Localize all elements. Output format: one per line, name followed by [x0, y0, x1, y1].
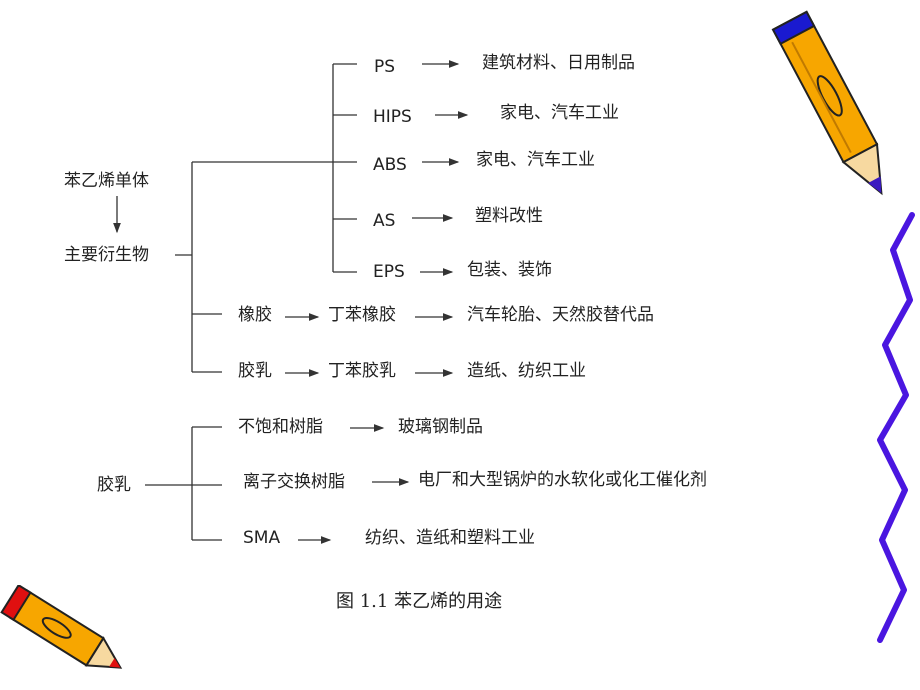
pencil-icon	[0, 585, 123, 669]
item-latex: 胶乳	[238, 361, 272, 381]
latex-node: 胶乳	[97, 475, 131, 495]
product-sma: SMA	[243, 528, 281, 548]
use-sbr: 汽车轮胎、天然胶替代品	[467, 305, 654, 325]
root-node: 苯乙烯单体	[64, 171, 149, 191]
figure-caption: 图 1.1 苯乙烯的用途	[336, 591, 503, 612]
use-sb-latex: 造纸、纺织工业	[467, 361, 586, 381]
product-as: AS	[373, 211, 396, 231]
product-sb-latex: 丁苯胶乳	[328, 361, 396, 381]
use-ps: 建筑材料、日用制品	[482, 53, 635, 73]
product-ion-exchange-resin: 离子交换树脂	[243, 472, 345, 492]
product-hips: HIPS	[373, 107, 412, 127]
product-unsaturated-resin: 不饱和树脂	[238, 417, 323, 437]
main-node: 主要衍生物	[64, 245, 149, 265]
use-hips: 家电、汽车工业	[500, 103, 619, 123]
use-ion-exchange-resin: 电厂和大型锅炉的水软化或化工催化剂	[418, 470, 707, 490]
product-sbr: 丁苯橡胶	[328, 305, 396, 325]
use-eps: 包装、装饰	[467, 260, 552, 280]
product-ps: PS	[374, 57, 396, 77]
use-sma: 纺织、造纸和塑料工业	[365, 528, 535, 548]
product-abs: ABS	[373, 155, 407, 175]
item-rubber: 橡胶	[238, 305, 272, 325]
product-eps: EPS	[373, 262, 405, 282]
use-abs: 家电、汽车工业	[476, 150, 595, 170]
pencil-icon	[771, 10, 883, 196]
use-as: 塑料改性	[475, 206, 543, 226]
use-unsaturated-resin: 玻璃钢制品	[398, 417, 483, 437]
